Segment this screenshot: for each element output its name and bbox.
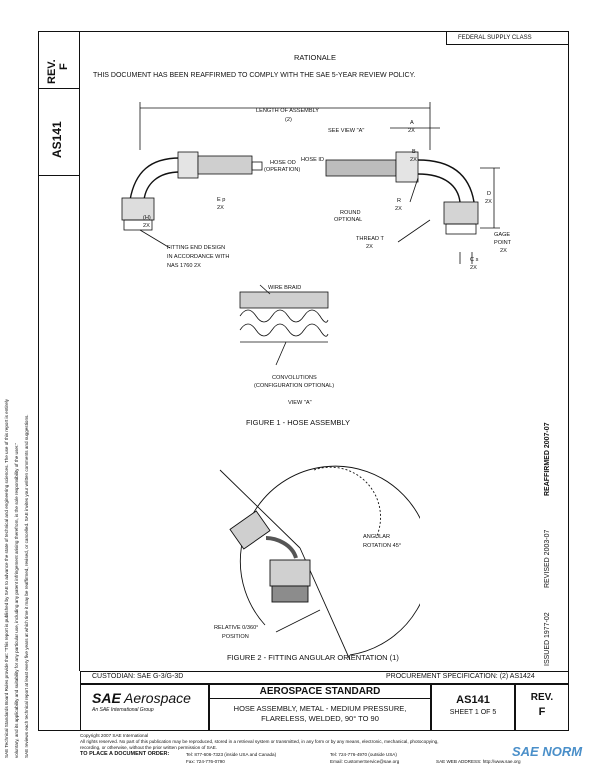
label-gage-2: POINT (494, 240, 512, 246)
label-d: D (487, 191, 492, 197)
order-label: TO PLACE A DOCUMENT ORDER: (80, 751, 170, 757)
doc-number-bottom: AS141 (456, 694, 490, 706)
label-see-view: SEE VIEW "A" (328, 128, 365, 134)
figure2-caption: FIGURE 2 - FITTING ANGULAR ORIENTATION (… (227, 653, 399, 662)
label-b-2x: 2X (410, 157, 417, 163)
rev-value-bottom: F (538, 706, 546, 718)
label-convolutions-1: CONVOLUTIONS (272, 375, 317, 381)
label-round: ROUND (340, 210, 361, 216)
fax: Fax: 724-776-0790 (186, 759, 225, 764)
label-fitting-end-2: IN ACCORDANCE WITH (167, 254, 230, 260)
label-ep-2x: 2X (217, 205, 224, 211)
email: Email: CustomerService@sae.org (330, 759, 400, 764)
rationale-title: RATIONALE (294, 53, 336, 62)
label-convolutions-2: (CONFIGURATION OPTIONAL) (254, 383, 335, 389)
doc-number-vertical: AS141 (50, 121, 64, 158)
label-a-2x: 2X (408, 128, 415, 134)
label-optional: OPTIONAL (334, 217, 363, 223)
label-hose-od: HOSE OD (270, 160, 296, 166)
custodian: CUSTODIAN: SAE G-3/G-3D (92, 673, 184, 680)
disclaimer-line-1: SAE Technical Standards Board Rules prov… (4, 399, 9, 758)
rev-cell (38, 31, 80, 89)
federal-supply-class: FEDERAL SUPPLY CLASS (458, 35, 532, 41)
label-angular-1: ANGULAR (363, 534, 391, 540)
logo-subtitle: An SAE International Group (92, 707, 154, 713)
angular-orientation-drawing (219, 465, 420, 660)
copyright-1: Copyright 2007 SAE International (80, 733, 149, 738)
rationale-text: THIS DOCUMENT HAS BEEN REAFFIRMED TO COM… (93, 72, 416, 79)
sheet-number: SHEET 1 OF 5 (449, 709, 497, 716)
label-relative-1: RELATIVE 0/360° (214, 625, 259, 631)
label-hose-id: HOSE ID (301, 157, 325, 163)
label-wire-braid: WIRE BRAID (268, 285, 302, 291)
tel-usa: Tel: 877-606-7323 (inside USA and Canada… (186, 752, 277, 757)
sae-logo: SAE (92, 690, 121, 706)
title-cell (209, 684, 431, 731)
custodian-row (80, 671, 569, 684)
standard-sub-1: HOSE ASSEMBLY, METAL - MEDIUM PRESSURE, (233, 704, 407, 713)
label-gage-2x: 2X (500, 248, 507, 254)
label-hose-od-2: (OPERATION) (264, 167, 301, 173)
tel-outside: Tel: 724-776-4970 (outside USA) (330, 752, 397, 757)
docnum-cell-bottom (431, 684, 515, 731)
label-cs-2x: 2X (470, 265, 477, 271)
label-ep: E p (217, 197, 226, 203)
disclaimer-line-3: SAE reviews each technical report at lea… (24, 414, 29, 758)
label-length-ref: (2) (285, 117, 292, 123)
copyright-3: recording, or otherwise, without the pri… (80, 745, 218, 750)
figure1-caption: FIGURE 1 - HOSE ASSEMBLY (246, 418, 351, 427)
web-address: SAE WEB ADDRESS: http://www.sae.org (436, 759, 521, 764)
label-cs: C s (470, 257, 479, 263)
label-gage-1: GAGE (494, 232, 511, 238)
standard-sub-2: FLARELESS, WELDED, 90° TO 90 (261, 714, 379, 723)
rev-cell-bottom (515, 684, 569, 731)
label-view-a: VIEW "A" (288, 400, 312, 406)
label-h-2x: 2X (143, 223, 150, 229)
standard-title: AEROSPACE STANDARD (259, 686, 381, 697)
disclaimer-line-2: voluntary, and its applicability and sui… (14, 442, 19, 758)
label-angular-2: ROTATION 45° (363, 543, 402, 549)
reaffirmed-date: REAFFIRMED 2007-07 (544, 422, 551, 496)
docnum-cell (38, 88, 80, 176)
title-divider (209, 698, 431, 699)
label-b: B (412, 149, 416, 155)
label-d-2x: 2X (485, 199, 492, 205)
aerospace-logo-text: Aerospace (124, 690, 191, 706)
rev-value: F (58, 63, 70, 70)
revised-date: REVISED 2003-07 (544, 529, 551, 588)
sae-norm-watermark: SAE NORM (512, 744, 583, 759)
issued-date: ISSUED 1977-02 (544, 612, 551, 666)
label-fitting-end-3: NAS 1760 2X (167, 263, 201, 269)
copyright-2: All rights reserved. No part of this pub… (80, 739, 439, 744)
logo-cell (80, 684, 209, 731)
fsc-box (446, 31, 569, 45)
label-length: LENGTH OF ASSEMBLY (256, 108, 319, 114)
rev-label-bottom: REV. (530, 692, 554, 703)
label-fitting-end-1: FITTING END DESIGN (167, 245, 226, 251)
rev-label: REV. (46, 59, 58, 84)
label-relative-2: POSITION (222, 634, 249, 640)
label-h: (H) (143, 215, 151, 221)
label-r: R (397, 198, 402, 204)
hose-assembly-drawing (121, 102, 500, 366)
label-a: A (410, 120, 414, 126)
label-r-2x: 2X (395, 206, 402, 212)
procurement-spec: PROCUREMENT SPECIFICATION: (2) AS1424 (386, 673, 535, 680)
label-thread: THREAD T (356, 236, 384, 242)
label-thread-2x: 2X (366, 244, 373, 250)
